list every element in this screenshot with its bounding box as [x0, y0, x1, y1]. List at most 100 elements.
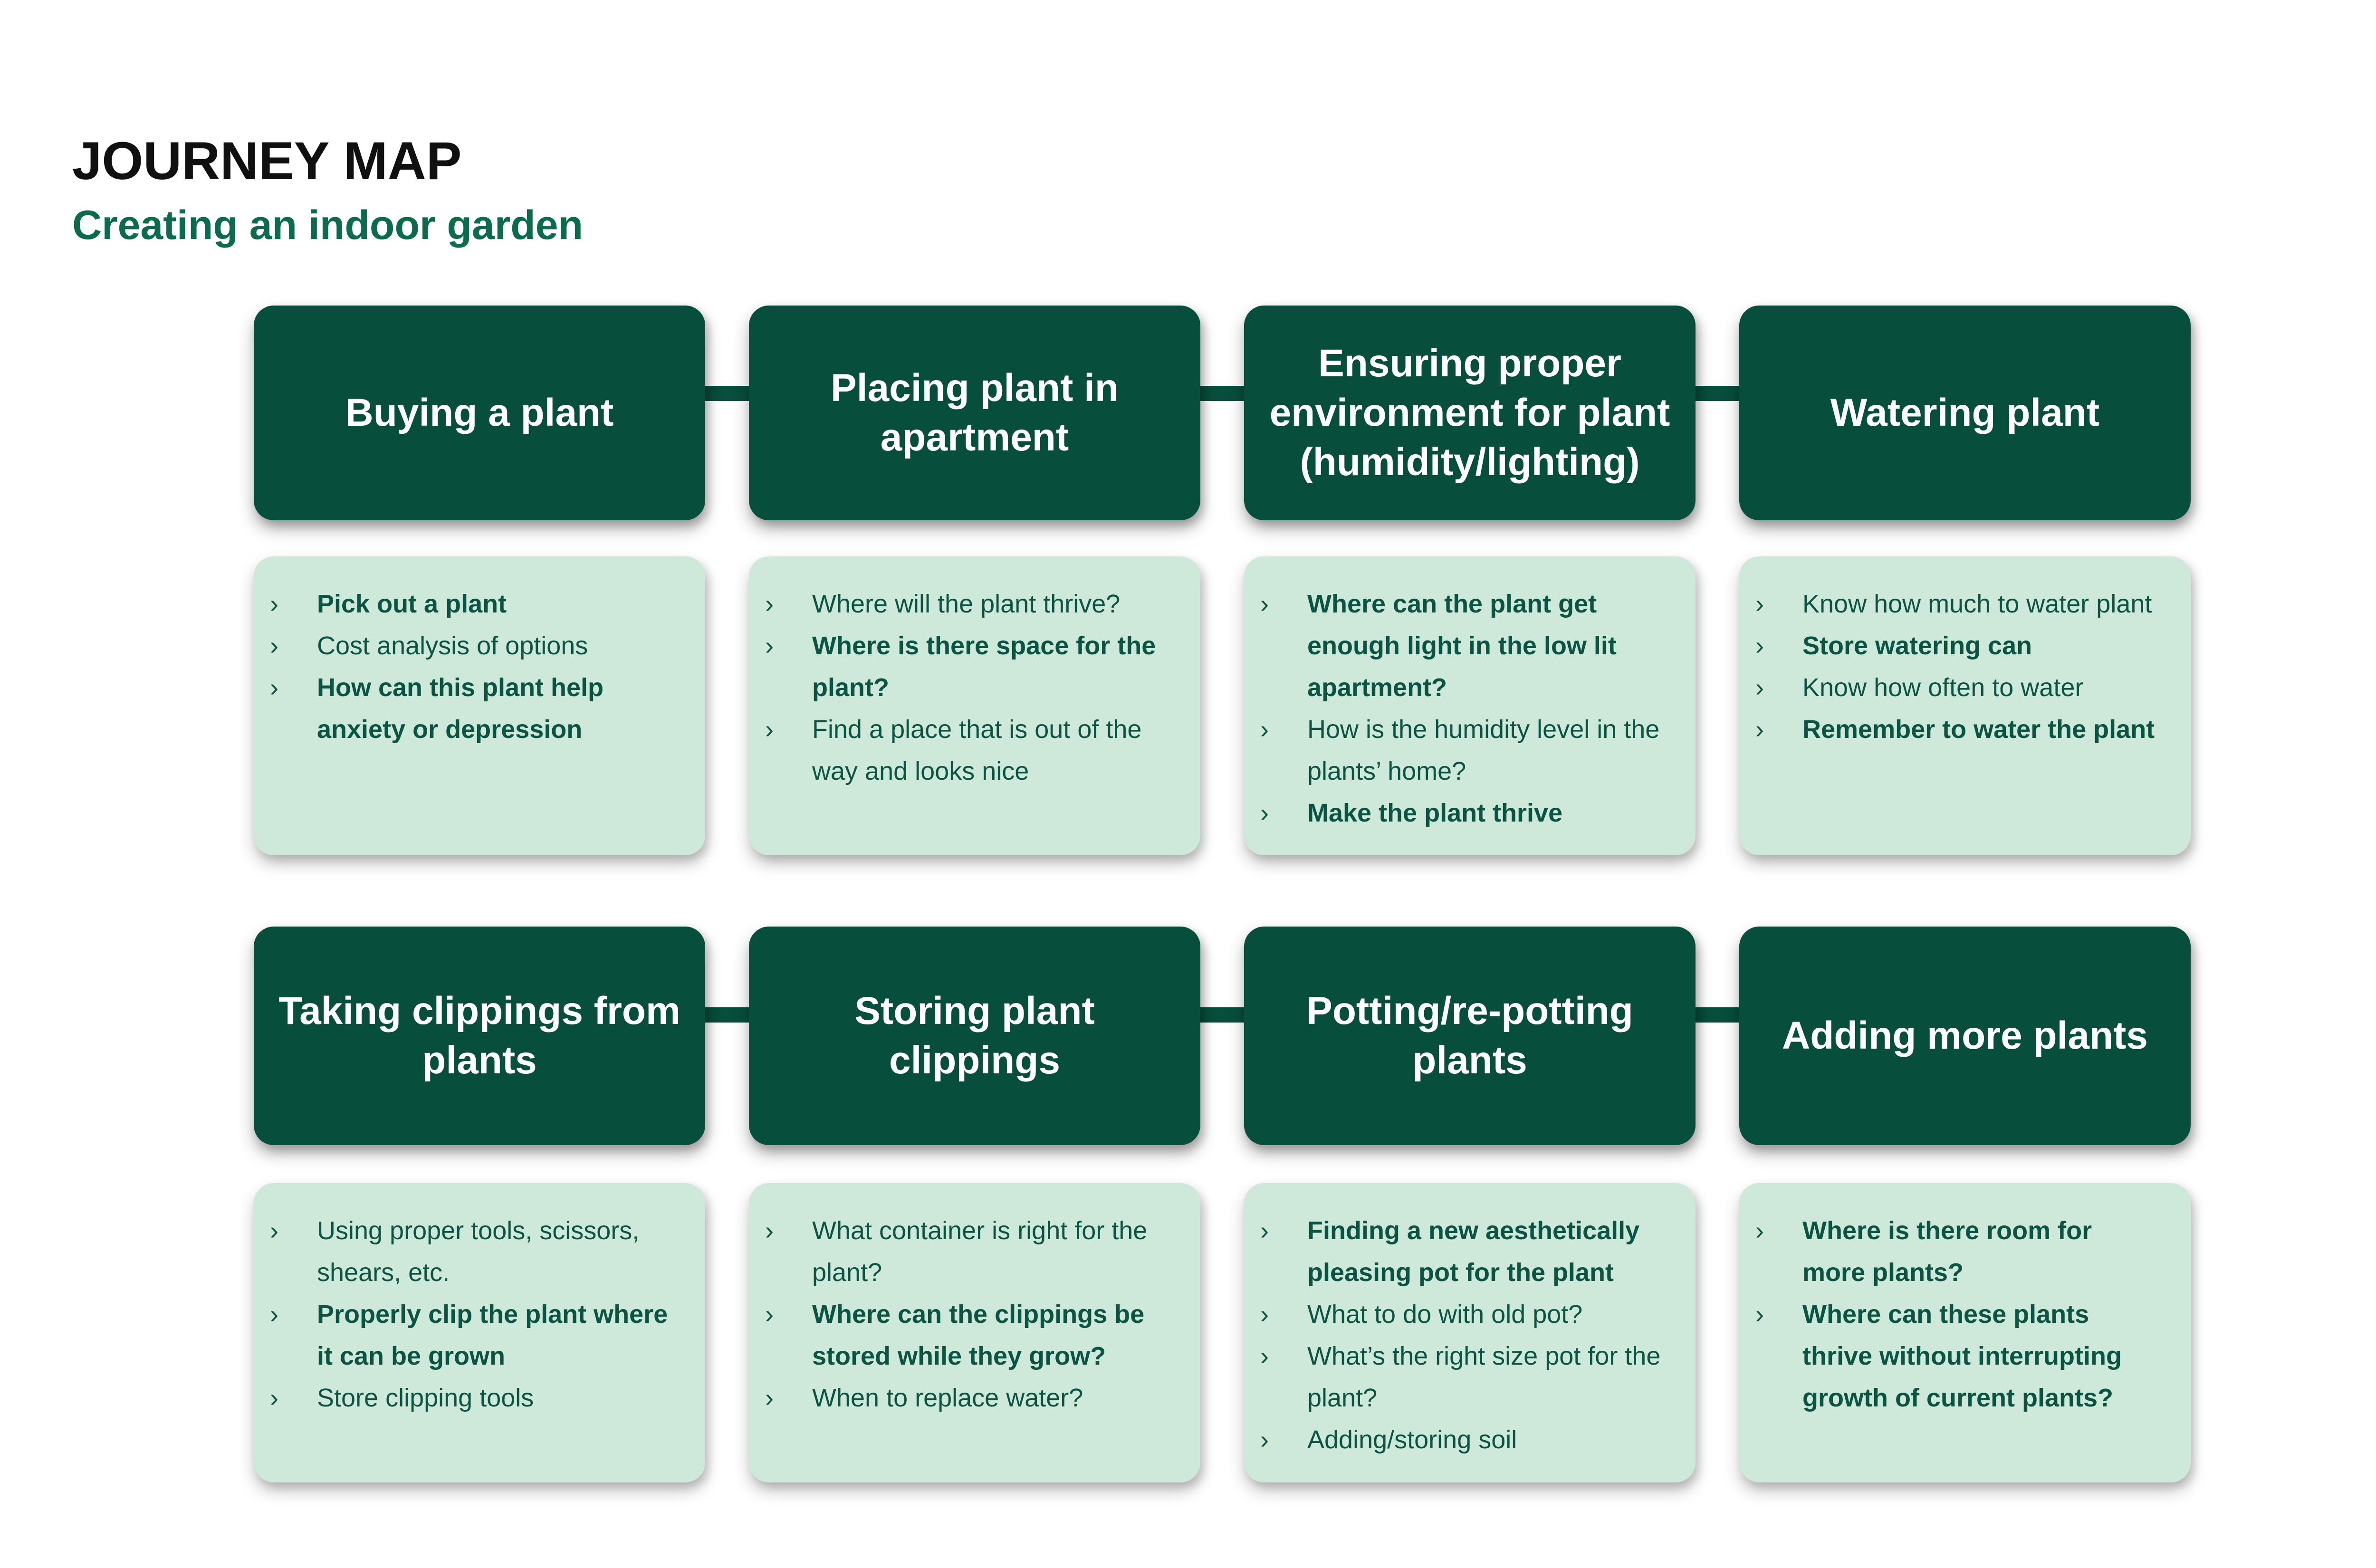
stage-connector-row-2	[479, 1007, 1965, 1023]
stage-card-2: › Where will the plant thrive? › Where i…	[749, 556, 1200, 855]
stage-task-item: › Where is there space for the plant?	[765, 625, 1169, 708]
stage-task-text: When to replace water?	[812, 1384, 1083, 1412]
stage-task-item: › Store clipping tools	[270, 1377, 673, 1419]
stage-card-5: › Using proper tools, scissors, shears, …	[254, 1183, 705, 1482]
chevron-right-bullet-icon: ›	[765, 1216, 774, 1245]
chevron-right-bullet-icon: ›	[270, 1216, 278, 1245]
chevron-right-bullet-icon: ›	[270, 1300, 278, 1329]
chevron-right-bullet-icon: ›	[1260, 1300, 1269, 1329]
stage-task-text: Where can the clippings be stored while …	[812, 1300, 1145, 1370]
stage-task-text: Know how much to water plant	[1802, 590, 2152, 618]
stage-header-7: Potting/re-potting plants	[1244, 927, 1696, 1145]
stage-task-item: › What’s the right size pot for the plan…	[1260, 1335, 1664, 1419]
stage-headers-row-2: Taking clippings from plants Storing pla…	[254, 927, 2191, 1145]
chevron-right-bullet-icon: ›	[270, 673, 278, 702]
chevron-right-bullet-icon: ›	[1260, 1216, 1269, 1245]
stage-card-6: › What container is right for the plant?…	[749, 1183, 1200, 1482]
chevron-right-bullet-icon: ›	[1260, 715, 1269, 744]
stage-header-8: Adding more plants	[1739, 927, 2191, 1145]
stage-header-5: Taking clippings from plants	[254, 927, 705, 1145]
chevron-right-bullet-icon: ›	[1260, 1342, 1269, 1370]
stage-header-4: Watering plant	[1739, 306, 2191, 520]
chevron-right-bullet-icon: ›	[1260, 799, 1269, 827]
stage-header-1: Buying a plant	[254, 306, 705, 520]
stage-task-text: Store clipping tools	[317, 1384, 534, 1412]
chevron-right-bullet-icon: ›	[270, 1384, 278, 1412]
page-subtitle: Creating an indoor garden	[72, 202, 584, 249]
stage-task-text: Where can the plant get enough light in …	[1307, 590, 1617, 702]
chevron-right-bullet-icon: ›	[765, 715, 774, 744]
stage-task-item: › How can this plant help anxiety or dep…	[270, 667, 673, 750]
stage-title: Adding more plants	[1782, 1014, 2148, 1057]
stage-task-item: › Store watering can	[1755, 625, 2159, 667]
stage-task-text: Remember to water the plant	[1802, 715, 2155, 744]
stage-task-item: › Using proper tools, scissors, shears, …	[270, 1210, 673, 1293]
stage-title: Watering plant	[1830, 391, 2100, 434]
stage-task-item: › Where is there room for more plants?	[1755, 1210, 2159, 1293]
stage-task-text: Using proper tools, scissors, shears, et…	[317, 1216, 640, 1287]
chevron-right-bullet-icon: ›	[1755, 1216, 1764, 1245]
stage-task-text: Finding a new aesthetically pleasing pot…	[1307, 1216, 1640, 1287]
chevron-right-bullet-icon: ›	[765, 590, 774, 618]
stage-task-item: › Know how much to water plant	[1755, 583, 2159, 625]
stage-task-text: Pick out a plant	[317, 590, 507, 618]
stage-task-text: Adding/storing soil	[1307, 1425, 1517, 1454]
stage-title: Storing plant clippings	[854, 989, 1095, 1082]
stage-task-item: › What to do with old pot?	[1260, 1293, 1664, 1335]
stage-card-3: › Where can the plant get enough light i…	[1244, 556, 1696, 855]
stage-task-text: Where is there room for more plants?	[1802, 1216, 2092, 1287]
stage-task-item: › Where can the clippings be stored whil…	[765, 1293, 1169, 1377]
stage-task-item: › Adding/storing soil	[1260, 1419, 1664, 1461]
chevron-right-bullet-icon: ›	[765, 1384, 774, 1412]
stage-cards-row-1: › Pick out a plant › Cost analysis of op…	[254, 556, 2191, 855]
stage-task-item: › Make the plant thrive	[1260, 792, 1664, 834]
stage-task-item: › Where can these plants thrive without …	[1755, 1293, 2159, 1419]
stage-headers-row-1: Buying a plant Placing plant in apartmen…	[254, 306, 2191, 520]
stage-task-item: › Finding a new aesthetically pleasing p…	[1260, 1210, 1664, 1293]
stage-card-4: › Know how much to water plant › Store w…	[1739, 556, 2191, 855]
stage-task-item: › Where will the plant thrive?	[765, 583, 1169, 625]
stage-connector-row-1	[479, 386, 1965, 401]
stage-task-text: What’s the right size pot for the plant?	[1307, 1342, 1661, 1412]
stage-task-text: Where is there space for the plant?	[812, 631, 1156, 702]
stage-task-item: › Pick out a plant	[270, 583, 673, 625]
stage-task-item: › Know how often to water	[1755, 667, 2159, 708]
stage-title: Potting/re-potting plants	[1306, 989, 1633, 1082]
chevron-right-bullet-icon: ›	[1755, 715, 1764, 744]
stage-header-3: Ensuring proper environment for plant (h…	[1244, 306, 1696, 520]
stage-header-6: Storing plant clippings	[749, 927, 1200, 1145]
stage-task-item: › What container is right for the plant?	[765, 1210, 1169, 1293]
stage-task-item: › Remember to water the plant	[1755, 708, 2159, 750]
stage-task-text: How can this plant help anxiety or depre…	[317, 673, 604, 744]
stage-header-2: Placing plant in apartment	[749, 306, 1200, 520]
stage-task-text: Properly clip the plant where it can be …	[317, 1300, 668, 1370]
stage-task-text: Where can these plants thrive without in…	[1802, 1300, 2122, 1412]
stage-task-item: › When to replace water?	[765, 1377, 1169, 1419]
chevron-right-bullet-icon: ›	[1755, 1300, 1764, 1329]
stage-task-text: Cost analysis of options	[317, 631, 588, 660]
page-title: JOURNEY MAP	[72, 131, 462, 191]
stage-task-text: Where will the plant thrive?	[812, 590, 1121, 618]
chevron-right-bullet-icon: ›	[1755, 590, 1764, 618]
chevron-right-bullet-icon: ›	[765, 631, 774, 660]
stage-task-item: › Properly clip the plant where it can b…	[270, 1293, 673, 1377]
stage-task-text: Know how often to water	[1802, 673, 2084, 702]
stage-task-item: › Cost analysis of options	[270, 625, 673, 667]
stage-task-text: Store watering can	[1802, 631, 2032, 660]
stage-title: Placing plant in apartment	[831, 366, 1119, 459]
stage-card-1: › Pick out a plant › Cost analysis of op…	[254, 556, 705, 855]
stage-task-text: What container is right for the plant?	[812, 1216, 1148, 1287]
chevron-right-bullet-icon: ›	[270, 631, 278, 660]
stage-title: Ensuring proper environment for plant (h…	[1269, 342, 1670, 484]
chevron-right-bullet-icon: ›	[765, 1300, 774, 1329]
stage-task-item: › Where can the plant get enough light i…	[1260, 583, 1664, 708]
stage-task-text: Find a place that is out of the way and …	[812, 715, 1142, 785]
stage-task-item: › How is the humidity level in the plant…	[1260, 708, 1664, 792]
chevron-right-bullet-icon: ›	[1260, 590, 1269, 618]
stage-card-8: › Where is there room for more plants? ›…	[1739, 1183, 2191, 1482]
chevron-right-bullet-icon: ›	[1755, 673, 1764, 702]
stage-title: Taking clippings from plants	[278, 989, 680, 1082]
chevron-right-bullet-icon: ›	[270, 590, 278, 618]
stage-task-item: › Find a place that is out of the way an…	[765, 708, 1169, 792]
stage-card-7: › Finding a new aesthetically pleasing p…	[1244, 1183, 1696, 1482]
